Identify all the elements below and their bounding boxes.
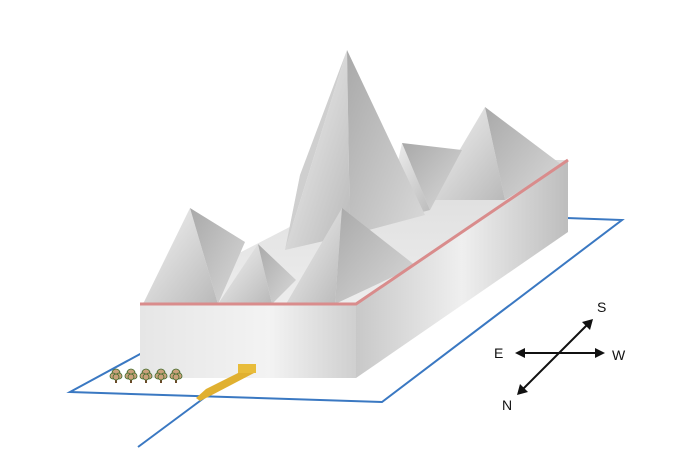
north-south-arrow [521,323,589,391]
wall-trim [140,158,569,306]
tree-icon [139,368,153,383]
arrow-head-south-icon [582,319,593,330]
compass-label-north: N [502,397,512,413]
path [196,364,256,401]
peak-front-middle [286,208,416,304]
compass-label-south: S [597,299,606,315]
arrow-head-north-icon [517,384,528,395]
trees-group [109,368,183,383]
tree-icon [124,368,138,383]
compass-label-east: E [494,345,503,361]
block-front-wall [140,304,356,378]
road-line [137,394,209,448]
peak-left [143,208,245,304]
peak-central [285,50,425,250]
compass: S E W N [494,299,626,413]
tree-icon [169,368,183,383]
arrow-head-west-icon [595,348,605,358]
block-side-wall [356,160,568,378]
arrow-head-east-icon [515,348,525,358]
peak-small-left [218,244,296,304]
compass-label-west: W [612,347,626,363]
tree-icon [154,368,168,383]
tree-icon [109,368,123,383]
